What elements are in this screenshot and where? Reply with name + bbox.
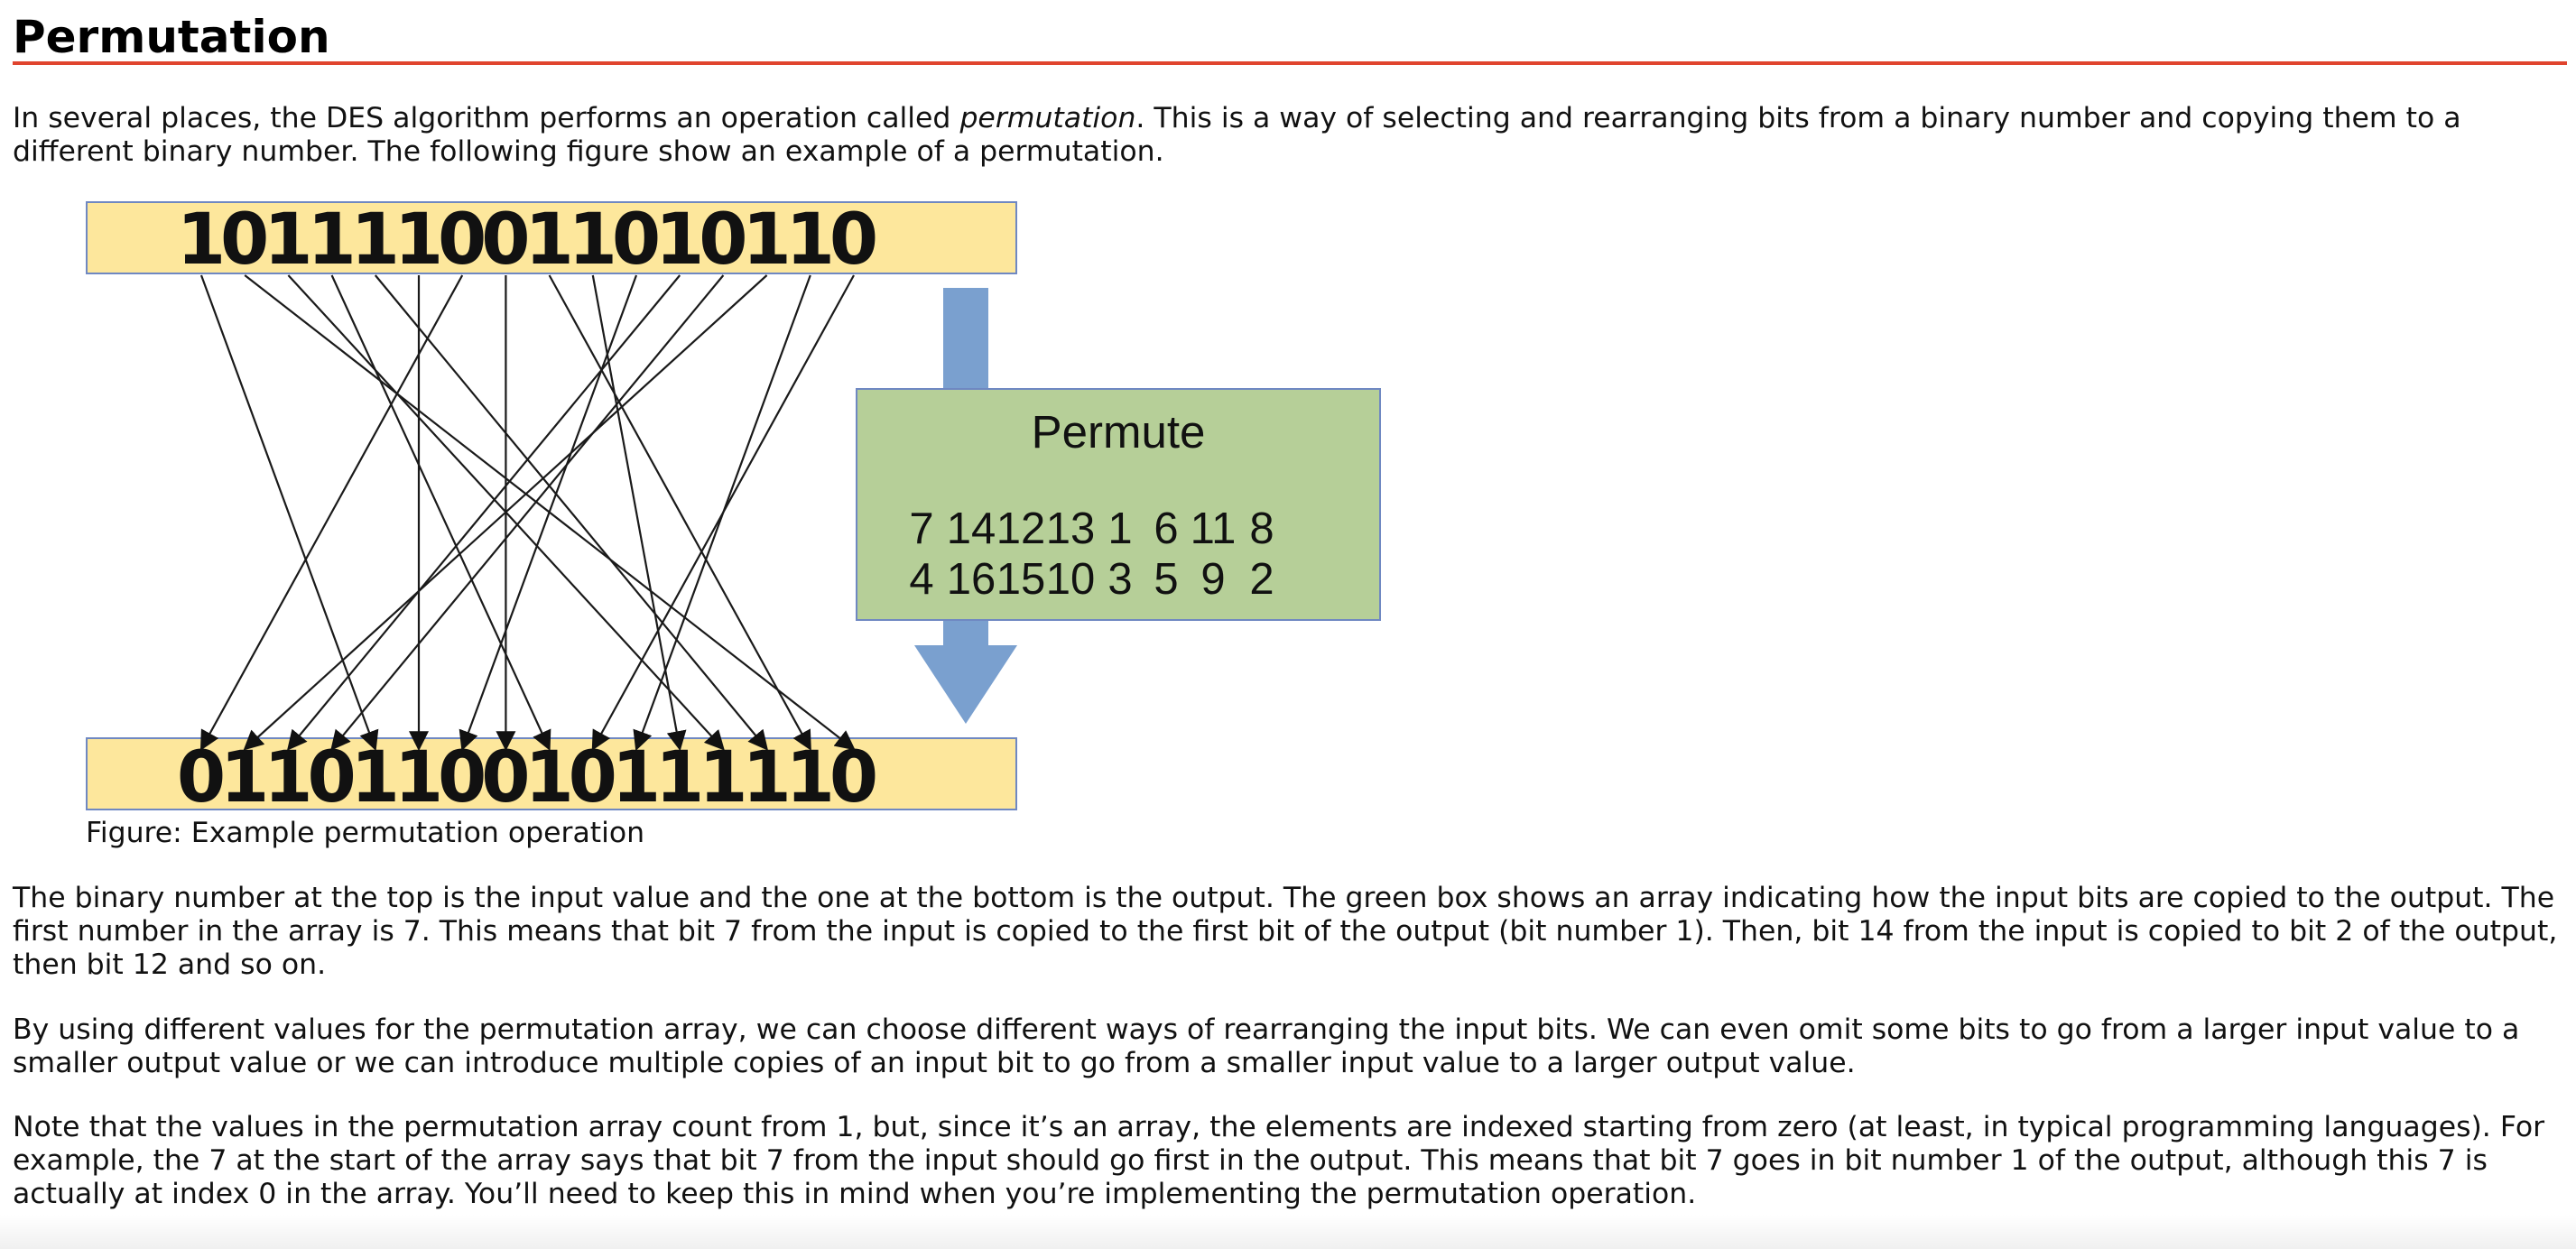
figure-caption: Figure: Example permutation operation: [86, 817, 645, 849]
paragraph-input-output: The binary number at the top is the inpu…: [13, 882, 2558, 981]
intro-paragraph: In several places, the DES algorithm per…: [13, 102, 2567, 169]
paragraph-indexing-note: Note that the values in the permutation …: [13, 1111, 2545, 1210]
output-bit-3: 1: [264, 737, 312, 817]
paragraph-array-values: By using different values for the permut…: [13, 1013, 2520, 1079]
heading-underline: [13, 61, 2567, 65]
wire-arrow: [633, 274, 811, 752]
down-arrow-icon: [914, 288, 1017, 724]
wire-arrow: [548, 274, 811, 751]
input-bit-1: 1: [177, 199, 226, 281]
output-bit-9: 1: [524, 737, 573, 817]
permutation-wires: [199, 274, 856, 752]
output-bit-6: 1: [394, 737, 443, 817]
wire-arrow: [199, 274, 464, 751]
output-bit-1: 0: [177, 737, 226, 817]
input-bit-16: 0: [829, 199, 878, 281]
permutation-entry: 14: [947, 504, 996, 553]
input-bit-5: 1: [351, 199, 400, 281]
input-bit-9: 1: [524, 199, 573, 281]
output-bit-box: [86, 737, 1017, 810]
permutation-entry: 13: [1046, 504, 1096, 553]
wire-arrow: [591, 274, 687, 752]
intro-text-end: . This is a way of selecting and rearran…: [13, 102, 2461, 168]
permute-title: Permute: [1032, 406, 1206, 458]
permutation-entry: 11: [1191, 504, 1237, 553]
input-bit-8: 0: [481, 199, 530, 281]
output-bit-14: 1: [742, 737, 791, 817]
intro-emphasis: permutation: [959, 102, 1136, 134]
input-bit-13: 0: [699, 199, 747, 281]
permutation-entry: 1: [1107, 504, 1132, 553]
permute-box: [856, 388, 1381, 621]
input-bit-2: 0: [220, 199, 269, 281]
permutation-entry: 12: [996, 504, 1046, 553]
output-bit-15: 1: [786, 737, 835, 817]
input-bit-6: 1: [394, 199, 443, 281]
input-bit-box: [86, 201, 1017, 274]
wire-arrow: [199, 274, 379, 752]
bottom-fade: [0, 1215, 2576, 1249]
permutation-entry: 10: [1046, 555, 1096, 604]
permutation-entry: 16: [947, 555, 996, 604]
wire-arrow: [330, 274, 725, 751]
output-bit-8: 0: [481, 737, 530, 817]
output-bit-5: 1: [351, 737, 400, 817]
permutation-entry: 8: [1249, 504, 1274, 553]
input-bit-12: 1: [655, 199, 704, 281]
permutation-entry: 3: [1107, 555, 1132, 604]
output-bit-4: 0: [307, 737, 356, 817]
output-bit-13: 1: [699, 737, 747, 817]
permutation-entry: 5: [1154, 555, 1178, 604]
output-bit-11: 1: [612, 737, 661, 817]
wire-arrow: [287, 274, 725, 751]
output-bit-10: 0: [569, 737, 617, 817]
input-bit-10: 1: [569, 199, 617, 281]
intro-text-start: In several places, the DES algorithm per…: [13, 102, 960, 134]
permutation-entry: 9: [1200, 555, 1225, 604]
permutation-entry: 7: [909, 504, 933, 553]
input-bit-4: 1: [307, 199, 356, 281]
wire-arrow: [374, 274, 769, 751]
wire-arrow: [244, 274, 856, 751]
permutation-entry: 2: [1249, 555, 1274, 604]
wire-arrow: [330, 274, 551, 751]
permutation-entry: 15: [996, 555, 1046, 604]
input-bit-15: 1: [786, 199, 835, 281]
input-bit-7: 0: [438, 199, 486, 281]
wire-arrow: [286, 274, 681, 751]
page-title: Permutation: [13, 11, 330, 63]
input-bit-11: 0: [612, 199, 661, 281]
output-bit-7: 0: [438, 737, 486, 817]
output-bit-16: 0: [829, 737, 878, 817]
output-bit-2: 1: [220, 737, 269, 817]
permutation-entry: 6: [1154, 504, 1178, 553]
input-bit-14: 1: [742, 199, 791, 281]
permutation-entry: 4: [909, 555, 933, 604]
output-bit-12: 1: [655, 737, 704, 817]
input-bit-3: 1: [264, 199, 312, 281]
